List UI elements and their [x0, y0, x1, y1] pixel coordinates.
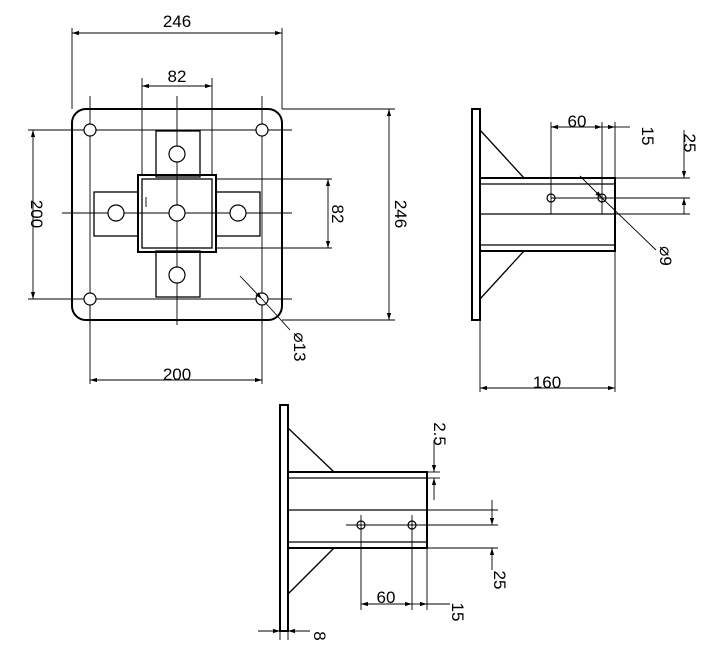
arm-hole-right [229, 204, 247, 222]
side-view-bottom: 2.5 25 60 15 8 [258, 404, 509, 641]
side-dim-25: 25 [680, 134, 699, 153]
side-dim-diameter-9: ⌀9 [656, 246, 675, 266]
center-hole [168, 204, 186, 222]
bottom-dim-25: 25 [490, 571, 509, 590]
dim-tube-height: 82 [328, 205, 347, 224]
bottom-dim-8: 8 [310, 631, 329, 640]
side-view-right: 60 15 25 ⌀9 160 [471, 108, 699, 392]
arm-hole-bottom [168, 266, 186, 284]
plan-view: 246 82 200 82 246 ⌀13 200 [27, 12, 410, 384]
arm-hole-left [107, 204, 125, 222]
dim-hole-diameter-13: ⌀13 [290, 332, 309, 361]
bottom-dim-15: 15 [448, 603, 467, 622]
side-dim-60: 60 [568, 112, 587, 131]
bottom-dim-60: 60 [377, 588, 396, 607]
side-dim-160: 160 [533, 373, 561, 392]
dim-overall-height: 246 [391, 200, 410, 228]
dim-hole-spacing-h: 200 [163, 365, 191, 384]
dim-overall-width: 246 [163, 12, 191, 31]
bottom-plate [279, 404, 289, 632]
side-plate [471, 108, 481, 321]
plate-hole-tl [83, 123, 97, 137]
dim-tube-width: 82 [168, 67, 187, 86]
bottom-dim-2-5: 2.5 [430, 422, 449, 446]
arm-top [155, 130, 201, 178]
side-dim-15: 15 [638, 127, 657, 146]
plate-hole-bl [83, 292, 97, 306]
dim-hole-spacing-v: 200 [27, 200, 46, 228]
plate-hole-tr [255, 123, 269, 137]
arm-hole-top [168, 145, 186, 163]
